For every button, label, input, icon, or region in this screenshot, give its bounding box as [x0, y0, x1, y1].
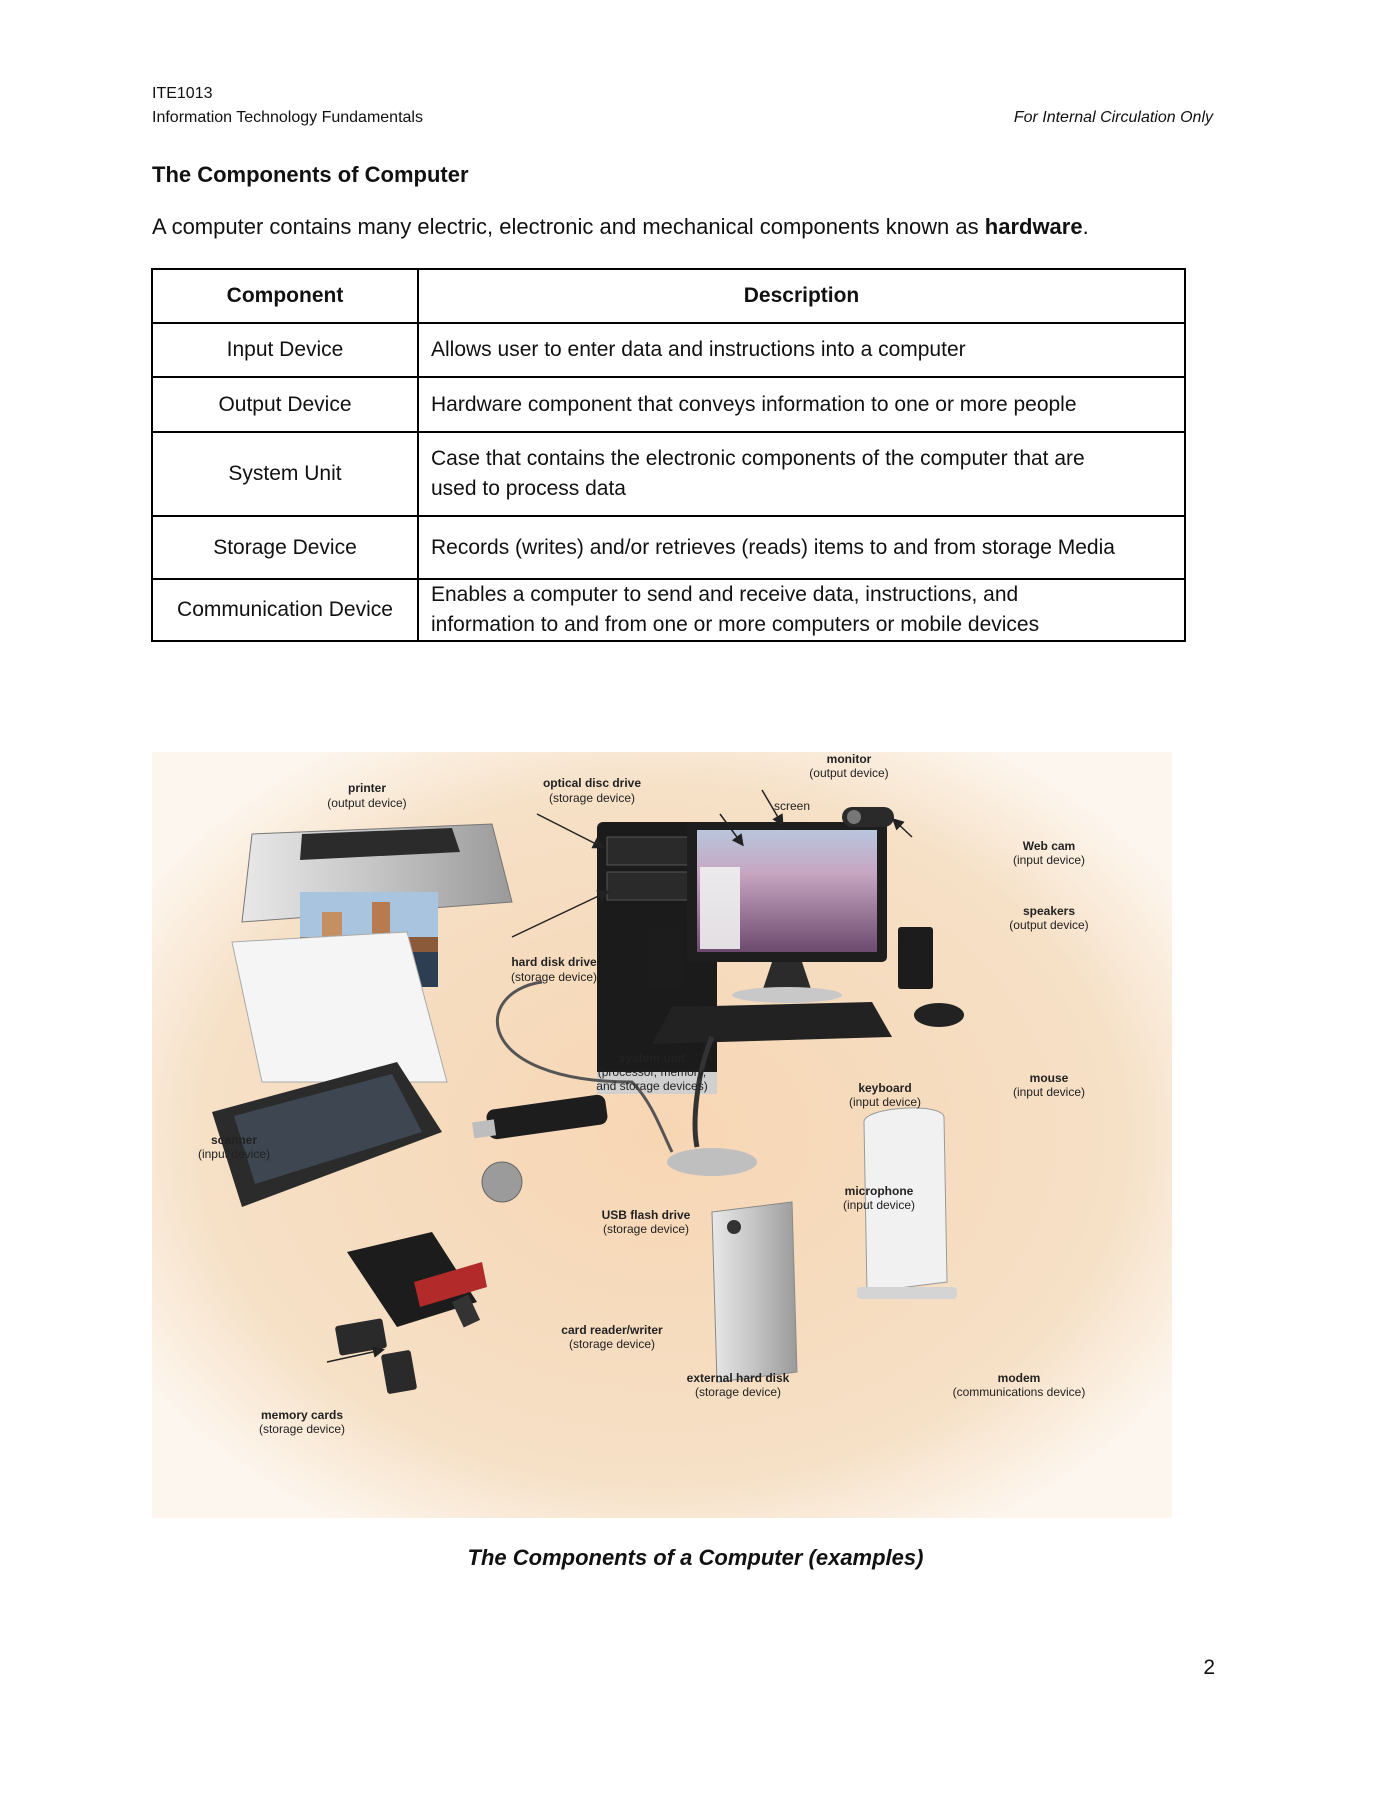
coin-icon: [481, 1161, 523, 1203]
label-scanner-type: (input device): [198, 1147, 270, 1161]
mouse-icon: [914, 1003, 964, 1027]
arrow-memcards: [326, 1346, 385, 1363]
table-header-description: Description: [417, 268, 1186, 324]
table-cell-component: Communication Device: [151, 578, 419, 642]
circulation-notice: For Internal Circulation Only: [1013, 109, 1213, 126]
label-optical-type: (storage device): [549, 791, 635, 805]
scanner-icon: [212, 931, 448, 1207]
document-code: ITE1013: [152, 85, 213, 102]
table-header-row: Component Description: [151, 268, 1186, 324]
table-cell-description: Enables a computer to send and receive d…: [417, 578, 1186, 642]
label-hdd-type: (storage device): [511, 970, 597, 984]
label-memcards-type: (storage device): [259, 1422, 345, 1436]
microphone-icon: [667, 1036, 757, 1176]
table-row: Storage Device Records (writes) and/or r…: [151, 515, 1186, 580]
label-exthdd-type: (storage device): [695, 1385, 781, 1399]
intro-text-end: .: [1082, 214, 1089, 239]
label-webcam-type: (input device): [1013, 853, 1085, 867]
label-modem-type: (communications device): [953, 1385, 1086, 1399]
keyboard-icon: [652, 1002, 892, 1044]
modem-icon: [857, 1107, 957, 1299]
label-webcam: Web cam: [1023, 839, 1075, 853]
label-mouse: mouse: [1030, 1071, 1069, 1085]
speaker-left-icon: [648, 922, 683, 987]
label-optical: optical disc drive: [543, 776, 641, 790]
label-keyboard-type: (input device): [849, 1095, 921, 1109]
label-monitor-type: (output device): [809, 766, 888, 780]
table-cell-description: Records (writes) and/or retrieves (reads…: [417, 515, 1186, 580]
table-cell-component: System Unit: [151, 431, 419, 517]
section-title: The Components of Computer: [152, 162, 469, 187]
arrow-screen: [719, 813, 744, 847]
label-speakers: speakers: [1023, 904, 1075, 918]
monitor-icon: [687, 822, 887, 1003]
arrow-optical: [536, 813, 605, 849]
table-row: Input Device Allows user to enter data a…: [151, 322, 1186, 378]
table-cell-description: Hardware component that conveys informat…: [417, 376, 1186, 433]
label-cardreader-type: (storage device): [569, 1337, 655, 1351]
figure-caption: The Components of a Computer (examples): [467, 1545, 924, 1570]
label-sysunit-type2: and storage devices): [596, 1079, 707, 1093]
usb-cable-icon: [495, 980, 674, 1153]
label-microphone-type: (input device): [843, 1198, 915, 1212]
arrow-monitor: [761, 789, 784, 827]
table-row: Output Device Hardware component that co…: [151, 376, 1186, 433]
intro-text: A computer contains many electric, elect…: [152, 214, 985, 239]
label-modem: modem: [998, 1371, 1041, 1385]
table-cell-description: Allows user to enter data and instructio…: [417, 322, 1186, 378]
label-screen: screen: [774, 799, 810, 813]
webcam-icon: [842, 807, 894, 827]
label-mouse-type: (input device): [1013, 1085, 1085, 1099]
table-header-component: Component: [151, 268, 419, 324]
label-scanner: scanner: [211, 1133, 257, 1147]
label-memcards: memory cards: [261, 1408, 343, 1422]
label-monitor: monitor: [827, 752, 872, 766]
card-reader-icon: [347, 1232, 487, 1328]
table-cell-description: Case that contains the electronic compon…: [417, 431, 1186, 517]
table-cell-component: Storage Device: [151, 515, 419, 580]
usb-flash-drive-icon: [472, 1094, 608, 1140]
table-row: System Unit Case that contains the elect…: [151, 431, 1186, 517]
intro-bold-term: hardware: [984, 214, 1083, 239]
label-printer-type: (output device): [327, 796, 406, 810]
external-hard-disk-icon: [711, 1201, 798, 1383]
label-hdd: hard disk drive: [511, 955, 597, 969]
table-cell-component: Input Device: [151, 322, 419, 378]
table-cell-component: Output Device: [151, 376, 419, 433]
label-microphone: microphone: [845, 1184, 914, 1198]
label-keyboard: keyboard: [858, 1081, 911, 1095]
table-row: Communication Device Enables a computer …: [151, 578, 1186, 642]
arrow-hdd: [511, 890, 610, 938]
label-sysunit-type1: (processor, memory,: [598, 1065, 706, 1079]
memory-card-icon: [381, 1350, 417, 1394]
course-title: Information Technology Fundamentals: [152, 109, 423, 126]
label-cardreader: card reader/writer: [561, 1323, 663, 1337]
label-speakers-type: (output device): [1009, 918, 1088, 932]
label-sysunit: system unit: [619, 1051, 686, 1065]
arrow-webcam: [891, 817, 913, 838]
page-number: 2: [1203, 1656, 1215, 1679]
components-table: Component Description Input Device Allow…: [151, 268, 1186, 642]
computer-components-figure: printer (output device) optical disc dri…: [152, 752, 1172, 1518]
label-usb: USB flash drive: [602, 1208, 691, 1222]
label-usb-type: (storage device): [603, 1222, 689, 1236]
label-printer: printer: [348, 781, 386, 795]
label-exthdd: external hard disk: [687, 1371, 790, 1385]
speaker-right-icon: [898, 927, 933, 989]
intro-paragraph: A computer contains many electric, elect…: [152, 214, 1089, 240]
